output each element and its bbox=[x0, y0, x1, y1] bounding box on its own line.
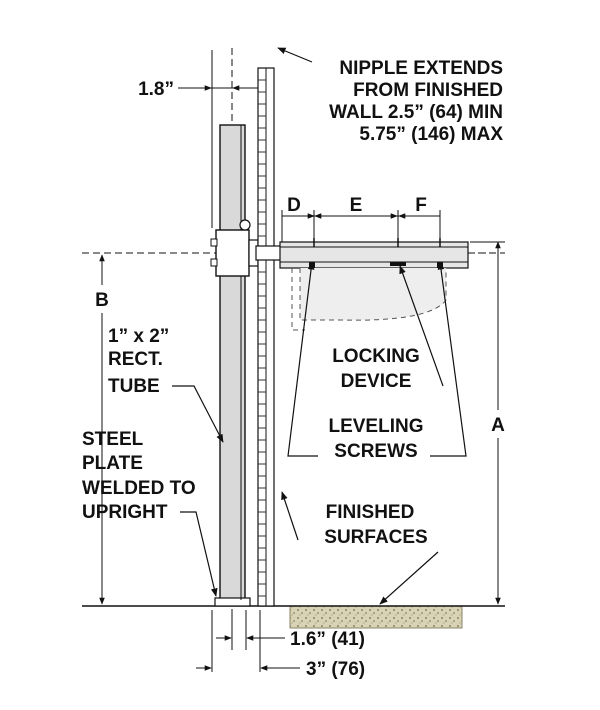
finished-leader-wall bbox=[281, 491, 299, 541]
finished-surfaces-line1: FINISHED bbox=[326, 502, 415, 523]
dim-1-8-label: 1.8” bbox=[138, 79, 174, 100]
steel-plate-line4: UPRIGHT bbox=[82, 502, 168, 523]
rect-tube-line1: 1” x 2” bbox=[108, 326, 169, 347]
dim-b-label: B bbox=[95, 290, 109, 311]
locking-device bbox=[390, 262, 406, 266]
dim-1-6-label: 1.6” (41) bbox=[290, 629, 365, 650]
clamp-tab-left-top bbox=[210, 238, 218, 247]
rect-tube-leader bbox=[172, 385, 224, 443]
steel-plate-line1: STEEL bbox=[82, 429, 144, 450]
dim-3-label: 3” (76) bbox=[306, 659, 365, 680]
locking-device-line2: DEVICE bbox=[341, 371, 412, 392]
nipple-note-line4: 5.75” (146) MAX bbox=[359, 124, 503, 145]
locking-device-line1: LOCKING bbox=[332, 346, 420, 367]
dim-d-label: D bbox=[287, 195, 301, 216]
leveling-screws-line2: SCREWS bbox=[334, 441, 417, 462]
dim-a-label: A bbox=[491, 415, 505, 436]
shelf-phantom-outline bbox=[299, 268, 447, 321]
leveling-screws-line1: LEVELING bbox=[328, 416, 423, 437]
clamp-knob-icon bbox=[239, 219, 251, 231]
clamp-tab-left-bottom bbox=[210, 258, 218, 267]
nipple-note-line1: NIPPLE EXTENDS bbox=[339, 58, 503, 79]
dim-e-label: E bbox=[350, 195, 363, 216]
steel-plate-line3: WELDED TO bbox=[82, 478, 196, 499]
leveling-leader-right bbox=[430, 261, 467, 457]
leveling-leader-left bbox=[287, 261, 318, 457]
dim-a-gap bbox=[486, 410, 510, 438]
locking-device-leader bbox=[399, 265, 444, 387]
clamp-bracket bbox=[215, 229, 250, 277]
rect-tube-line3: TUBE bbox=[108, 376, 160, 397]
shelf-phantom-outline-2 bbox=[291, 268, 305, 331]
steel-plate-line2: PLATE bbox=[82, 453, 143, 474]
rect-tube-line2: RECT. bbox=[108, 349, 163, 370]
steel-plate-leader bbox=[180, 511, 218, 597]
nipple-note-line3: WALL 2.5” (64) MIN bbox=[329, 102, 503, 123]
nipple-leader bbox=[277, 47, 313, 63]
nipple-note-line2: FROM FINISHED bbox=[353, 80, 503, 101]
dim-b-gap bbox=[90, 285, 114, 313]
nipple bbox=[255, 245, 283, 261]
finished-leader-floor bbox=[379, 551, 439, 605]
finished-surfaces-line2: SURFACES bbox=[324, 527, 427, 548]
floor-slab bbox=[289, 605, 463, 629]
upright-base-plate bbox=[214, 597, 251, 607]
dim-f-label: F bbox=[415, 195, 427, 216]
